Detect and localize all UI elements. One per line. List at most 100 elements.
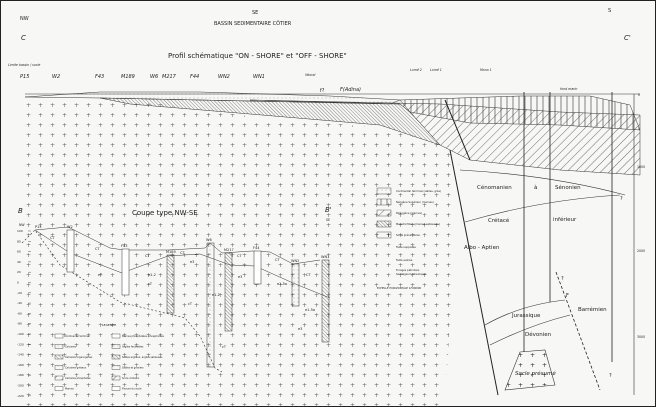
well-column	[291, 263, 300, 307]
boundary-devonien	[489, 314, 571, 346]
boundary-cretace	[464, 194, 621, 223]
offshore-well-label: Lomé 1	[430, 68, 442, 72]
legend-swatch	[376, 198, 392, 206]
section-c-prime-label: C'	[624, 34, 631, 42]
offshore-well-label: Mono 1	[480, 68, 492, 72]
well-label: W2	[52, 74, 60, 80]
well-label: M217	[162, 74, 177, 80]
layer-neogene	[399, 95, 641, 131]
legend-swatch	[111, 354, 121, 360]
depth-tick: 0	[638, 93, 640, 97]
legend-item: Maastrichtien (marnes sableuses)	[396, 222, 440, 226]
section-b-well-labels: P15 W2 F43 M189 W6 M217 F44 WN2 WN1	[35, 225, 329, 263]
unit-label: e3	[298, 327, 302, 331]
legend-title: LEGENDE	[102, 323, 116, 327]
legend-item: Socle précambrien	[396, 233, 421, 237]
well-column	[253, 250, 262, 285]
legend-scale: ECHELLE HORIZONTALE 1/500000	[377, 286, 422, 290]
legend-swatch	[376, 220, 392, 228]
legend-item: Calcaires phosphatés	[65, 377, 91, 380]
fault-question-label: f?	[320, 88, 325, 94]
formation-label: Socle présumé	[515, 370, 556, 377]
y-tick-label: -200	[17, 384, 24, 388]
well-column	[224, 252, 233, 332]
formation-label: Sénonien	[555, 184, 581, 191]
y-tick-label: -160	[17, 363, 24, 367]
legend-item: Calcaires organogènes	[65, 356, 93, 359]
boundary-cenomanien	[459, 169, 626, 196]
y-tick-label: -40	[17, 301, 22, 305]
formation-labels: Cénomanien à Sénonien Crétacé inférieur …	[464, 184, 607, 377]
unit-label: CT	[180, 251, 185, 255]
well-label: WN2	[291, 259, 299, 263]
well-column	[321, 259, 330, 343]
well-column	[66, 229, 75, 273]
depth-tick: 3000	[637, 335, 645, 339]
legend-item: Calcaires gréseux	[65, 367, 87, 370]
legend-swatch	[54, 386, 64, 391]
section-b-se: SE	[326, 218, 330, 222]
legend-swatch	[376, 187, 392, 195]
legend-swatch	[376, 231, 392, 239]
legend-item: Forages pétroliers	[396, 268, 420, 272]
section-b-label: B	[18, 207, 23, 215]
well-column	[206, 242, 215, 368]
formation-label: Cénomanien	[477, 184, 512, 191]
legend-swatch	[54, 333, 64, 339]
unit-label: e1-5a	[305, 308, 315, 312]
formation-label: à	[534, 184, 537, 191]
formation-label: Jurassique	[511, 313, 541, 319]
legend-swatch	[111, 333, 121, 339]
s-label: S	[608, 8, 611, 14]
well-label: F43	[121, 244, 127, 248]
unit-label: cT	[98, 273, 103, 277]
legend-item: Paléogène (marnes)	[396, 211, 422, 215]
onshore-well-labels: P15 W2 F43 M189 W6 M217 F44 WN2 WN1	[20, 74, 265, 80]
y-tick-label: -120	[17, 342, 24, 346]
main-profile	[24, 91, 641, 407]
legend-item: Flexure du socle	[122, 388, 142, 391]
legend-item: Socle cristallin	[122, 377, 140, 380]
well-label: WN1	[321, 255, 329, 259]
legend-item: Continental terminal (sables, grès)	[396, 189, 441, 193]
ct-base-line	[34, 229, 331, 299]
limit-label: Limite bassin / socle	[8, 63, 40, 67]
unit-label: CT	[50, 236, 55, 240]
formation-label: Dévonien	[525, 331, 552, 338]
section-b-unit-labels: CT CT CT CT CT CT CT cT cT cT cT e3 e3 e…	[50, 236, 315, 349]
unit-label: cT	[222, 345, 227, 349]
fault-adina	[444, 99, 471, 161]
section-b-prime-label: B'	[325, 206, 332, 214]
legend-swatch	[54, 344, 64, 349]
y-tick-label: 60	[17, 250, 21, 254]
well-label: M217	[224, 248, 234, 252]
se-label: SE	[252, 10, 258, 16]
legend-item: Néogène Supérieur (marnes)	[396, 200, 434, 204]
fault-mark: ?	[620, 196, 623, 202]
y-tick-label: -220	[17, 394, 24, 398]
unit-label: e1-5a	[277, 282, 287, 286]
nw-label: NW	[20, 16, 29, 22]
depth-tick: 1000	[637, 165, 645, 169]
y-tick-label: -100	[17, 332, 24, 336]
section-b-title: Coupe type NW-SE	[132, 209, 198, 217]
legend-item: Calcaires	[65, 346, 77, 349]
fault-f	[555, 271, 601, 391]
unit-label: e3	[190, 260, 194, 264]
well-label: F44	[253, 246, 260, 250]
legend-swatch	[111, 344, 121, 349]
legend-item: Argiles feuilletées	[122, 346, 144, 349]
well-label: W2	[67, 225, 73, 229]
unit-label: CT	[306, 273, 311, 277]
basement-line	[21, 229, 223, 373]
legend-swatch	[376, 209, 392, 217]
offshore-well-label: Lomé 2	[410, 68, 422, 72]
y-tick-label: 20	[17, 270, 21, 274]
section-b-nw: NW	[19, 223, 25, 227]
well-column	[166, 254, 175, 314]
boundary-jurassique	[484, 299, 566, 326]
legend-swatch	[111, 375, 121, 381]
legend-swatch	[54, 365, 64, 370]
formation-label: Crétacé	[488, 217, 510, 224]
